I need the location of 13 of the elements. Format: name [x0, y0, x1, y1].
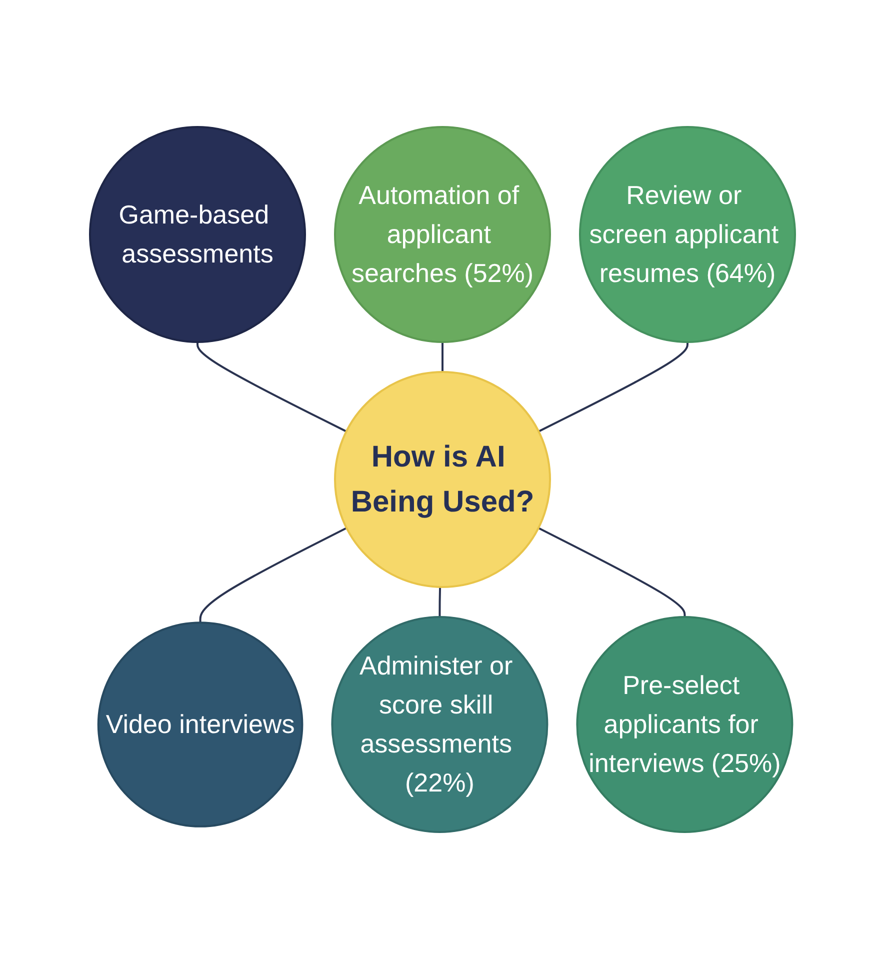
node-circle: Video interviews: [96, 622, 303, 828]
connector: [438, 586, 441, 617]
connector: [538, 342, 688, 432]
node-circle: Game-based assessments: [88, 126, 306, 343]
connector: [196, 342, 346, 432]
node-circle: How is AI Being Used?: [334, 371, 550, 588]
connector: [441, 342, 443, 372]
node-circle: Administer or score skill assessments (22%): [330, 616, 548, 833]
connector: [198, 527, 347, 623]
node-circle: Automation of applicant searches (52%): [334, 126, 550, 343]
node-circle: Review or screen applicant resumes (64%): [578, 126, 796, 343]
connector: [537, 527, 686, 617]
node-circle: Pre-select applicants for interviews (25%): [576, 616, 793, 833]
